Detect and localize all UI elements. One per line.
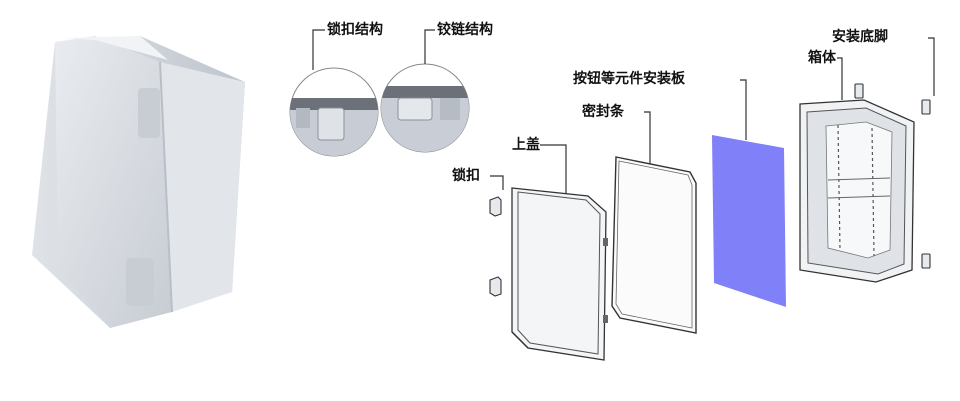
lock-clips: [489, 196, 502, 297]
label-hinge-structure: 铰链结构: [437, 22, 493, 38]
mount-plate: [712, 135, 786, 307]
label-box-body: 箱体: [808, 50, 836, 66]
label-seal-strip: 密封条: [582, 104, 624, 120]
leader-lines: [312, 29, 935, 200]
seal-strip: [611, 156, 697, 334]
label-lock: 锁扣: [452, 168, 480, 184]
label-lock-structure: 锁扣结构: [327, 22, 383, 38]
top-cover: [511, 187, 608, 361]
enclosure-photo: [32, 36, 245, 328]
label-mount-feet: 安装底脚: [832, 29, 888, 45]
lock-detail-circle: [289, 67, 379, 157]
label-mount-plate: 按钮等元件安装板: [573, 71, 685, 87]
box-body: [799, 99, 915, 283]
mount-feet: [854, 83, 931, 269]
hinge-detail-circle: [380, 63, 470, 153]
label-top-cover: 上盖: [512, 137, 540, 153]
